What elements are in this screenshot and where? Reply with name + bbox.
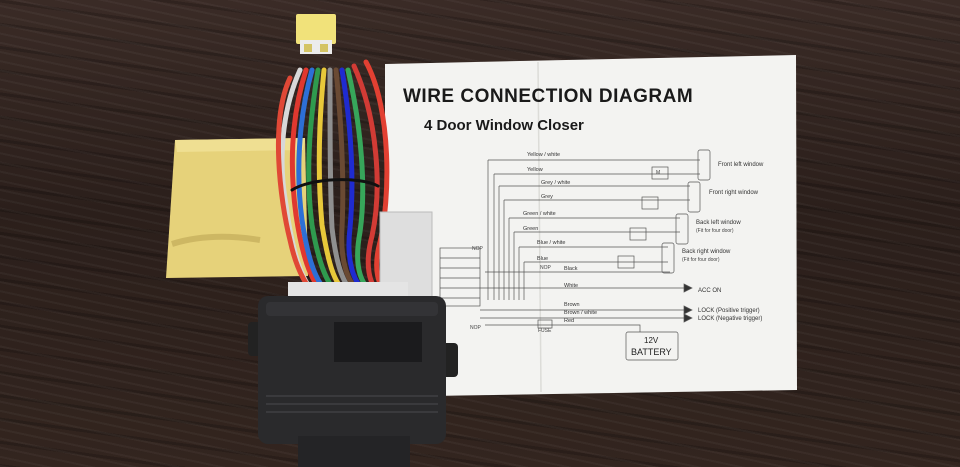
wire-label: White: [564, 283, 579, 289]
window-label-front-left: Front left window: [718, 162, 764, 168]
instruction-sheet: [385, 55, 797, 396]
wire-label: Black: [564, 266, 578, 272]
wire-bundle: [276, 59, 390, 299]
window-note-back-left: (Fit for four door): [696, 228, 734, 234]
wire-label: Green / white: [523, 211, 556, 217]
control-module: [258, 296, 446, 444]
pad-highlight: [175, 138, 305, 152]
signal-acc-on: ACC ON: [698, 288, 722, 294]
window-label-front-right: Front right window: [709, 190, 759, 196]
module-label-recess: [334, 322, 422, 362]
fuse-marker: FUSE: [538, 328, 552, 334]
wire-label: Yellow: [527, 167, 543, 173]
nop-marker: NOP: [470, 325, 481, 331]
window-label-back-right: Back right window: [682, 249, 731, 255]
nop-marker: NOP: [540, 265, 551, 271]
wire-label: Grey / white: [541, 180, 571, 186]
wire-label: Green: [523, 226, 539, 232]
battery-voltage: 12V: [644, 336, 659, 345]
fuse-pin-right: [320, 44, 328, 52]
wire-label: Yellow / white: [527, 152, 561, 158]
battery-label: BATTERY: [631, 347, 672, 357]
wire-label: Blue: [537, 256, 549, 262]
wire-label: Brown / white: [564, 310, 598, 316]
schematic-lines: [439, 149, 711, 361]
fuse-pin-left: [304, 44, 312, 52]
signal-lock-negative: LOCK (Negative trigger): [698, 316, 763, 322]
module-ribs: [266, 395, 438, 413]
signal-lock-positive: LOCK (Positive trigger): [698, 308, 760, 314]
wire-label: Grey: [541, 194, 553, 200]
wire-label: Brown: [564, 302, 580, 308]
sheet-fold: [537, 61, 542, 393]
nop-marker: NOP: [472, 246, 483, 252]
pad-logo-mark: [171, 233, 261, 247]
window-note-back-right: (Fit for four door): [682, 257, 720, 263]
diagram-title: WIRE CONNECTION DIAGRAM: [403, 86, 694, 107]
module-top-edge: [266, 302, 438, 316]
wire-label: Red: [564, 318, 575, 324]
diagram-subtitle: 4 Door Window Closer: [424, 117, 584, 134]
fuse: [296, 14, 336, 44]
module-plug: [298, 436, 410, 467]
window-label-back-left: Back left window: [696, 220, 741, 226]
motor-symbol: M: [656, 170, 661, 176]
wire-label: Blue / white: [537, 240, 566, 246]
adhesive-pad: [166, 138, 308, 278]
